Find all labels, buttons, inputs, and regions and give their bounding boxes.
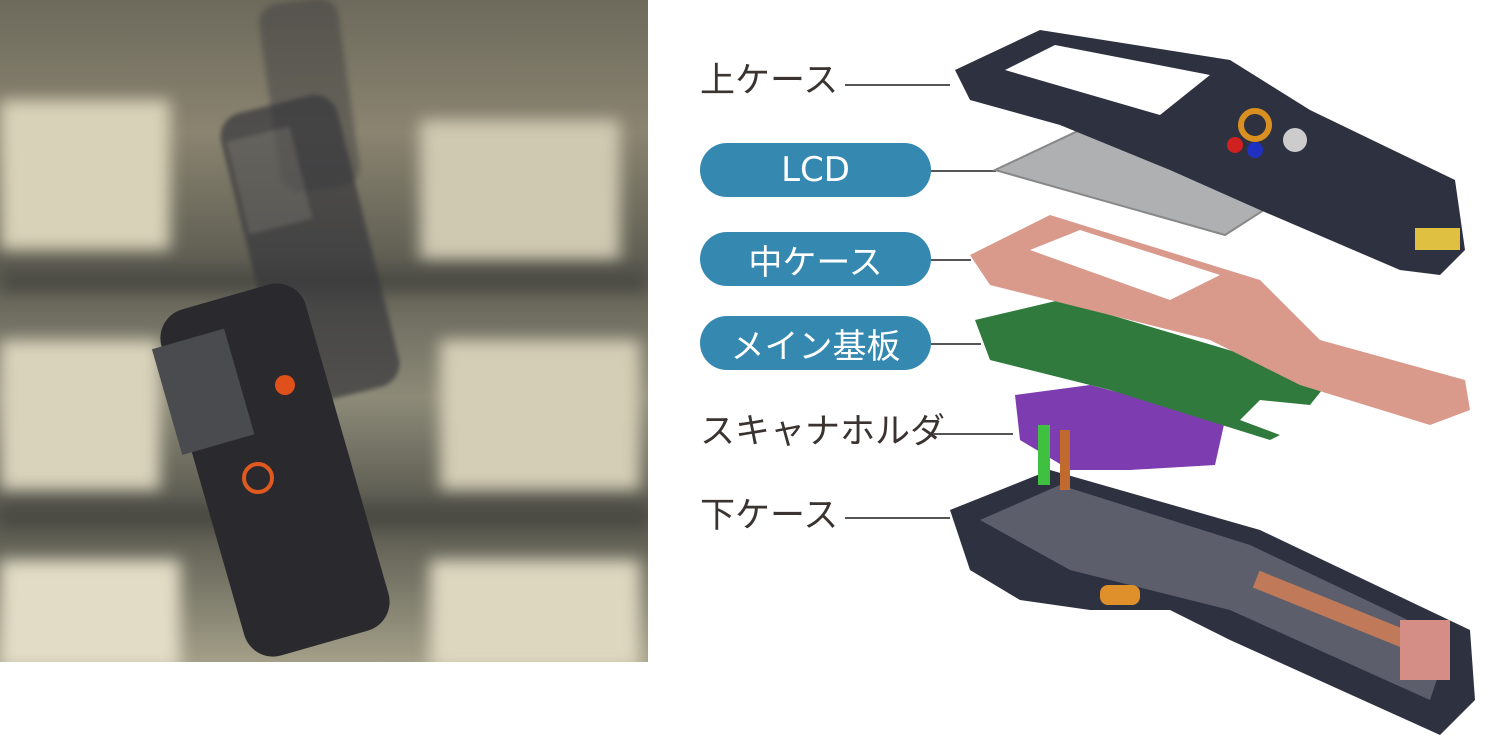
leader-line — [931, 343, 981, 345]
shelf-box — [420, 120, 620, 260]
label-lcd: LCD — [700, 143, 931, 197]
shelf-box — [430, 560, 640, 662]
middle-case-part — [970, 215, 1470, 425]
product-photo — [0, 0, 648, 662]
upper-case-part — [955, 30, 1465, 275]
leader-line — [931, 259, 971, 261]
exploded-view — [950, 30, 1475, 735]
leader-line — [933, 433, 1013, 435]
scanner-holder-part — [1015, 385, 1225, 490]
leader-line — [845, 517, 950, 519]
falling-devices — [151, 0, 400, 657]
leader-line — [931, 170, 996, 172]
label-upper-case: 上ケース — [700, 61, 839, 101]
shelf-box — [0, 560, 180, 662]
label-scanner-holder: スキャナホルダ — [700, 412, 946, 452]
main-board-part — [975, 300, 1330, 440]
shelf-box — [0, 100, 170, 250]
shelf-box — [440, 340, 640, 490]
lower-case-part — [950, 470, 1475, 735]
shelf-box — [0, 340, 160, 490]
leader-line — [845, 84, 950, 86]
label-main-board: メイン基板 — [700, 316, 931, 370]
label-middle-case: 中ケース — [700, 232, 931, 286]
label-lower-case: 下ケース — [700, 496, 839, 536]
